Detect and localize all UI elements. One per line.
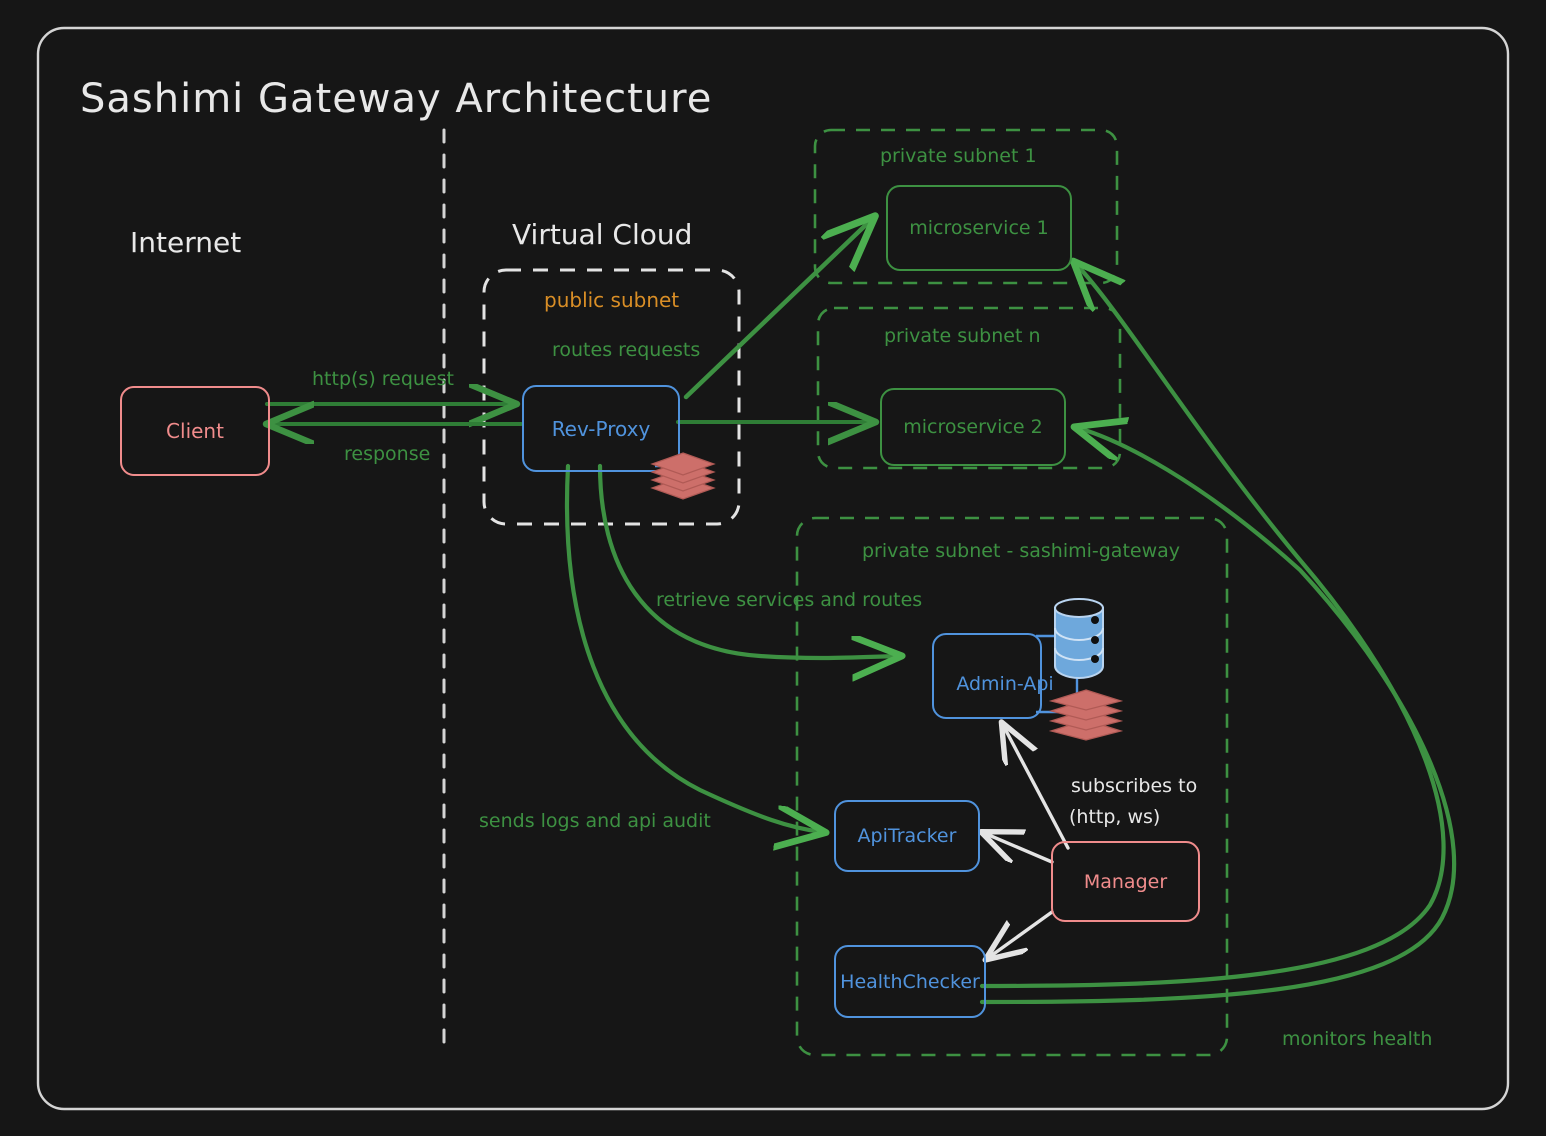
zone-label-internet: Internet [130, 226, 242, 259]
node-label-rev-proxy: Rev-Proxy [551, 416, 651, 441]
node-label-microservice-2: microservice 2 [903, 416, 1043, 438]
node-health-checker[interactable]: HealthChecker [834, 945, 986, 1018]
private-subnet-n-box [816, 306, 1122, 470]
node-manager[interactable]: Manager [1051, 841, 1200, 922]
private-subnet-1-box [813, 128, 1119, 285]
node-label-client: Client [166, 419, 224, 443]
node-label-microservice-1: microservice 1 [909, 217, 1049, 239]
node-microservice-2[interactable]: microservice 2 [880, 388, 1066, 466]
edge-label-response: response [344, 443, 431, 465]
node-client[interactable]: Client [120, 386, 270, 476]
edge-monitors-health-microservice-1 [979, 264, 1446, 989]
edge-label-subscribes-protocols: (http, ws) [1069, 806, 1161, 828]
subnet-label-public-subnet: public subnet [544, 288, 680, 312]
edge-label-routes-requests: routes requests [552, 339, 701, 361]
outer-frame [36, 26, 1510, 1111]
node-label-api-tracker: ApiTracker [857, 825, 957, 847]
edge-sends-logs-and-api-audit [564, 463, 822, 832]
node-api-tracker[interactable]: ApiTracker [834, 800, 980, 872]
layers-stack-icon [650, 452, 716, 500]
node-label-health-checker: HealthChecker [840, 970, 980, 993]
subnet-label-private-subnet-n: private subnet n [884, 325, 1041, 347]
database-icon [1054, 598, 1104, 680]
zone-label-virtual-cloud: Virtual Cloud [512, 218, 693, 251]
edge-label-retrieve-services-and-routes: retrieve services and routes [656, 589, 923, 611]
subnet-label-private-subnet-sashimi-gateway: private subnet - sashimi-gateway [862, 540, 1181, 562]
node-label-admin-api: Admin-Api [956, 673, 1054, 695]
edge-label-monitors-health: monitors health [1282, 1028, 1433, 1050]
edge-manager-subscribes-admin-api [1003, 725, 1070, 850]
node-admin-api[interactable]: Admin-Api [932, 633, 1054, 719]
edge-manager-to-api-tracker [984, 833, 1054, 864]
edge-label-sends-logs-and-api-audit: sends logs and api audit [479, 810, 711, 832]
subnet-label-private-subnet-1: private subnet 1 [880, 145, 1037, 167]
edge-label-subscribes-to: subscribes to [1071, 775, 1198, 797]
edge-label-http-request: http(s) request [312, 368, 454, 390]
edge-monitors-health-microservice-2 [979, 428, 1457, 1005]
layers-stack-icon [1048, 689, 1124, 741]
node-microservice-1[interactable]: microservice 1 [886, 185, 1072, 271]
edge-manager-to-health-checker [988, 910, 1054, 958]
node-label-manager: Manager [1083, 870, 1168, 893]
edge-retrieve-services-and-routes [597, 463, 898, 658]
page-title: Sashimi Gateway Architecture [80, 76, 713, 122]
edge-routes-to-microservice-1 [683, 219, 872, 400]
